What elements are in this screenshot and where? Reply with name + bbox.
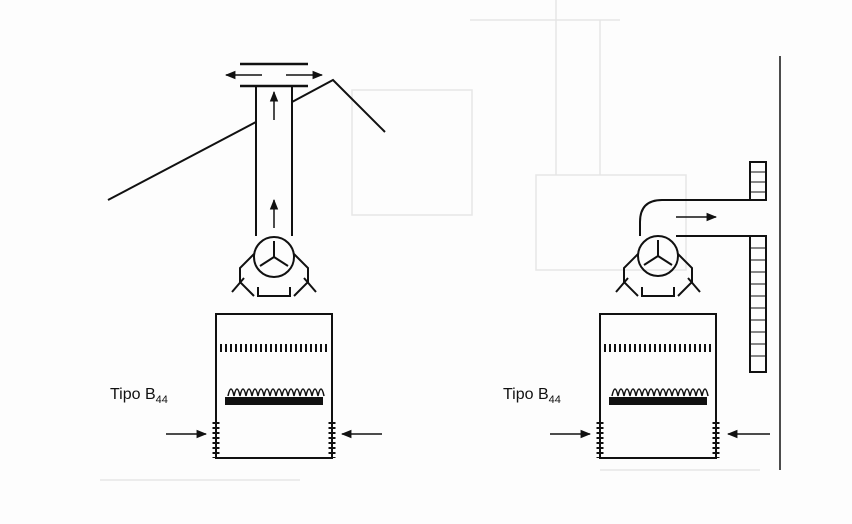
fan-icon <box>637 235 679 277</box>
burner-bar <box>609 397 707 405</box>
label-left-type: Tipo B44 <box>110 386 168 406</box>
draft-hood <box>239 253 309 297</box>
roof-line <box>107 121 257 201</box>
label-right-main: Tipo B <box>503 386 549 403</box>
label-left-main: Tipo B <box>110 386 156 403</box>
label-right-subscript: 44 <box>548 394 561 406</box>
burner-bar <box>225 397 323 405</box>
boiler-body <box>599 313 717 459</box>
boiler-body <box>215 313 333 459</box>
diagram-left <box>107 62 386 459</box>
fan-blades <box>259 241 289 267</box>
label-right-type: Tipo B44 <box>503 386 561 406</box>
label-left-subscript: 44 <box>155 394 168 406</box>
brick-wall-upper <box>749 161 767 201</box>
diagram-right <box>550 56 781 470</box>
fan-icon <box>253 236 295 278</box>
burner-flames <box>227 388 325 397</box>
burner-flames <box>611 388 709 397</box>
flue-duct <box>639 199 750 236</box>
faint-background-print <box>100 0 760 481</box>
draft-hood <box>257 287 291 297</box>
fan-blades <box>643 240 673 266</box>
brick-wall-lower <box>749 235 767 373</box>
roof-line-right <box>291 78 386 133</box>
draft-hood <box>641 287 675 297</box>
draft-hood <box>623 253 693 297</box>
